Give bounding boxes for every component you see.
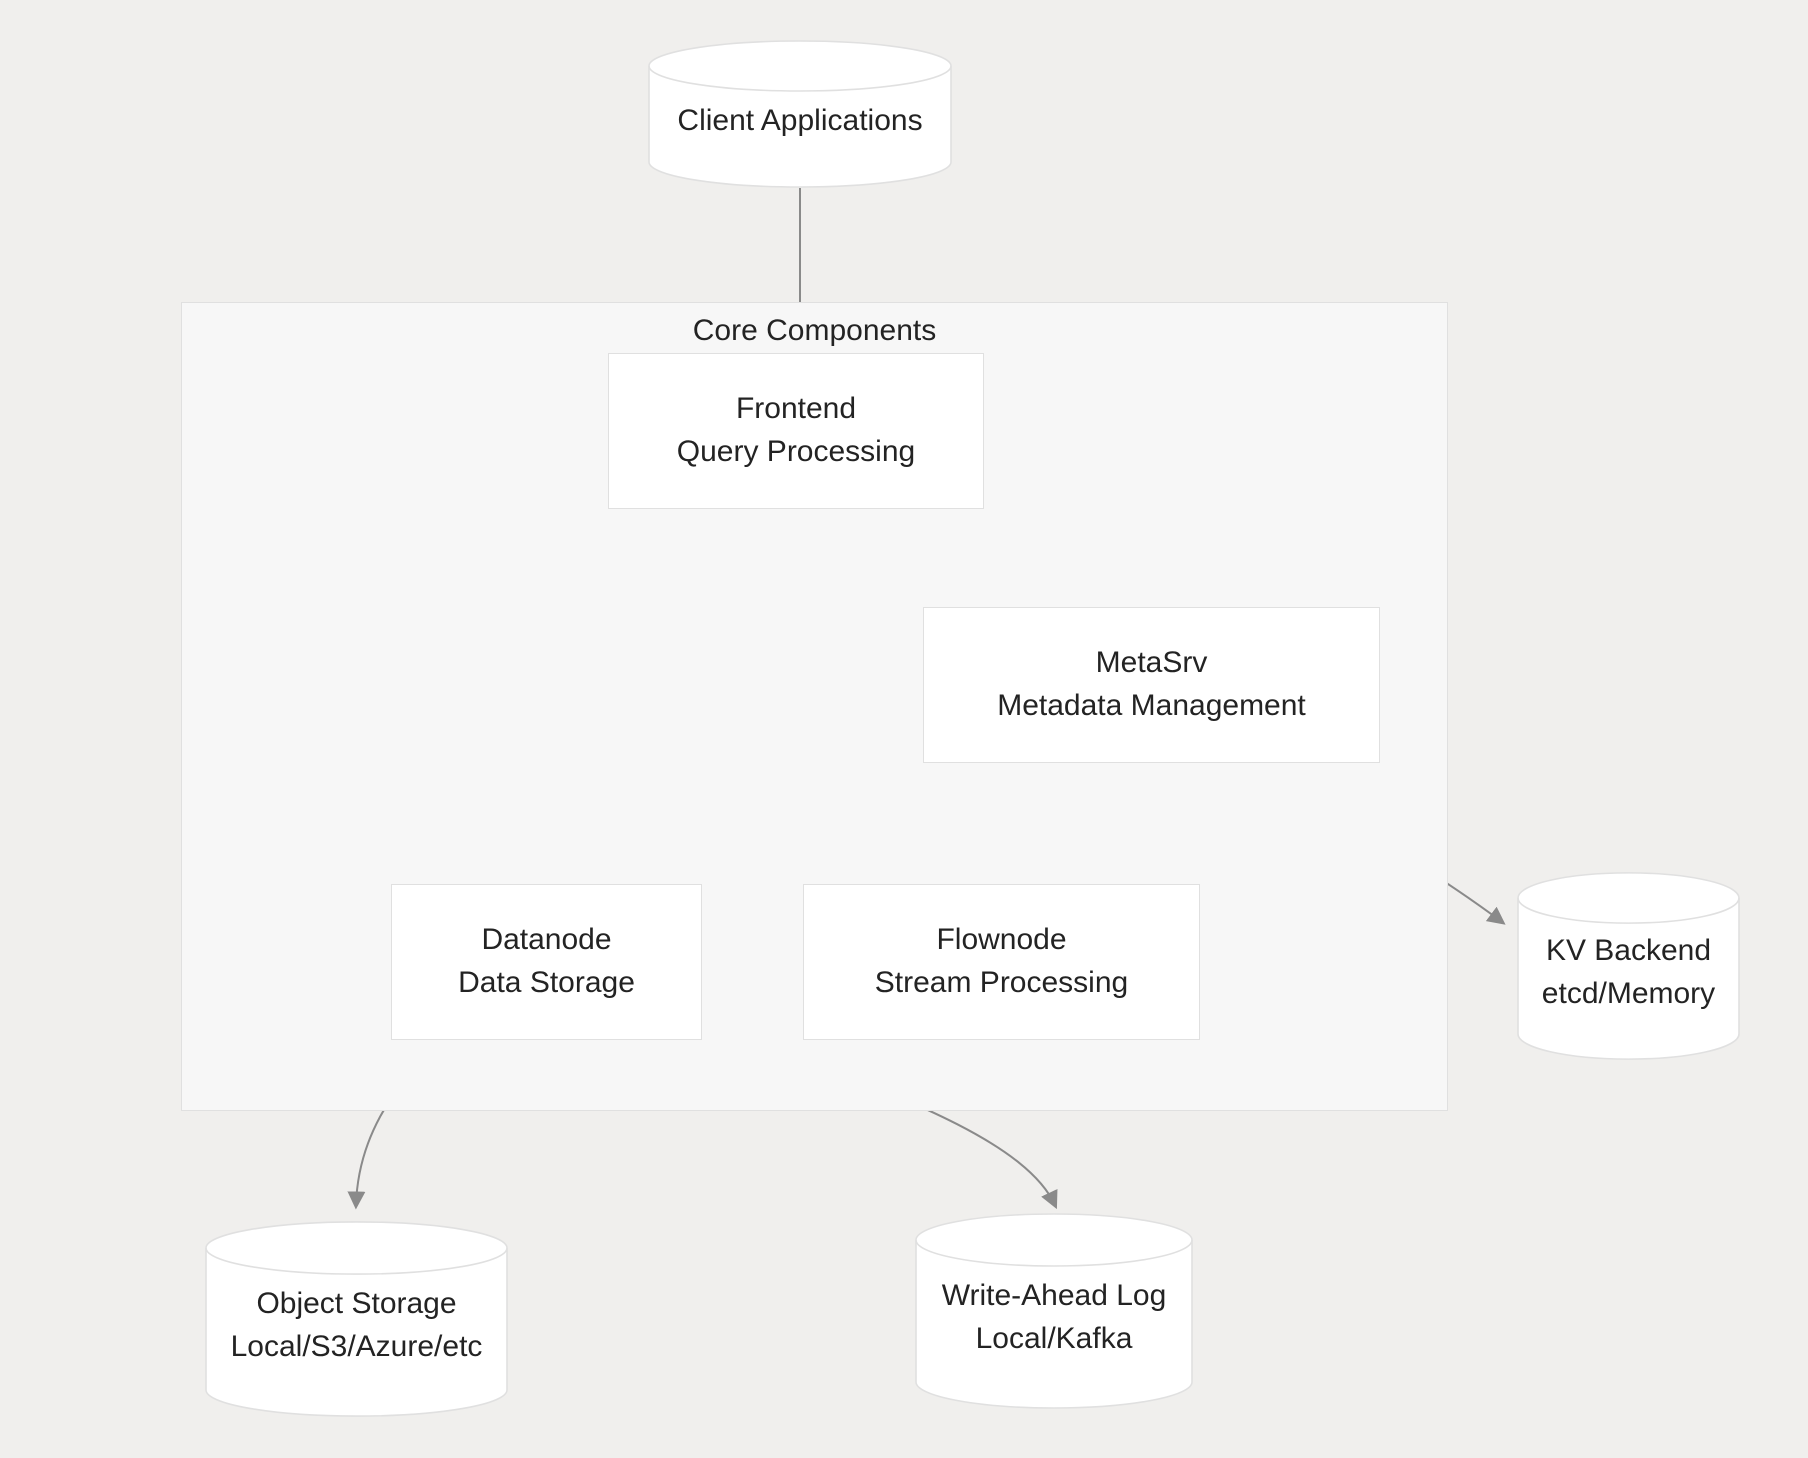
node-line-1: MetaSrv <box>1095 646 1208 680</box>
node-line-2: Query Processing <box>676 435 916 468</box>
node-line-2: etcd/Memory <box>1541 977 1716 1010</box>
node-line-2: Local/S3/Azure/etc <box>230 1330 483 1363</box>
node-label: Client Applications <box>648 40 952 188</box>
cluster-label-core-components: Core Components <box>692 314 937 347</box>
node-line-1: Object Storage <box>256 1287 457 1321</box>
node-flownode[interactable]: Flownode Stream Processing <box>803 884 1200 1040</box>
node-line-2: Local/Kafka <box>975 1322 1133 1355</box>
node-object-storage[interactable]: Object Storage Local/S3/Azure/etc <box>205 1221 508 1417</box>
node-frontend[interactable]: Frontend Query Processing <box>608 353 984 509</box>
node-line-1: Flownode <box>936 923 1067 957</box>
node-label: Write-Ahead Log Local/Kafka <box>915 1213 1193 1409</box>
node-line-2: Stream Processing <box>874 966 1129 999</box>
node-line-1: Client Applications <box>677 103 923 137</box>
node-client-applications[interactable]: Client Applications <box>648 40 952 188</box>
cylinder-shape <box>205 1221 508 1417</box>
node-line-1: Datanode <box>481 923 612 957</box>
node-line-2: Metadata Management <box>997 689 1306 722</box>
node-line-1: Frontend <box>735 392 857 426</box>
node-label: Object Storage Local/S3/Azure/etc <box>205 1221 508 1417</box>
node-line-1: Write-Ahead Log <box>941 1279 1167 1313</box>
node-datanode[interactable]: Datanode Data Storage <box>391 884 702 1040</box>
node-line-2: Data Storage <box>458 966 635 999</box>
node-line-1: KV Backend <box>1545 934 1712 968</box>
node-label: KV Backend etcd/Memory <box>1517 872 1740 1060</box>
node-metasrv[interactable]: MetaSrv Metadata Management <box>923 607 1380 763</box>
cylinder-shape <box>648 40 952 188</box>
node-kv-backend[interactable]: KV Backend etcd/Memory <box>1517 872 1740 1060</box>
node-write-ahead-log[interactable]: Write-Ahead Log Local/Kafka <box>915 1213 1193 1409</box>
cylinder-shape <box>1517 872 1740 1060</box>
cylinder-shape <box>915 1213 1193 1409</box>
